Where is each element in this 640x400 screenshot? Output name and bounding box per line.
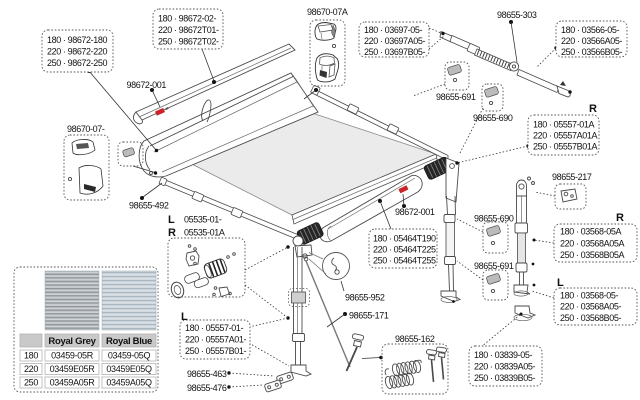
svg-text:Royal Grey: Royal Grey — [48, 336, 96, 347]
svg-text:180 · 03568-05A: 180 · 03568-05A — [560, 227, 621, 237]
svg-text:220 · 05557A01-: 220 · 05557A01- — [185, 335, 246, 345]
svg-text:220 · 05557A01A: 220 · 05557A01A — [533, 131, 597, 141]
svg-text:250 · 98672T02-: 250 · 98672T02- — [158, 37, 219, 47]
svg-text:05535-01A: 05535-01A — [184, 228, 225, 238]
svg-text:220 · 05464T225: 220 · 05464T225 — [373, 245, 436, 255]
svg-text:Royal Blue: Royal Blue — [106, 336, 152, 347]
svg-text:98655-492: 98655-492 — [129, 201, 169, 211]
svg-text:03459A05Q: 03459A05Q — [106, 378, 152, 388]
svg-text:03459E05Q: 03459E05Q — [106, 364, 152, 374]
svg-text:98655-952: 98655-952 — [345, 293, 385, 303]
svg-text:98655-691: 98655-691 — [474, 261, 514, 271]
svg-text:98655-217: 98655-217 — [552, 172, 592, 182]
svg-text:03459E05R: 03459E05R — [50, 364, 96, 374]
svg-text:180 · 03697-05-: 180 · 03697-05- — [364, 25, 422, 35]
svg-text:220 · 03566A05-: 220 · 03566A05- — [561, 36, 622, 46]
svg-text:R: R — [589, 103, 597, 115]
svg-text:L: L — [557, 277, 564, 289]
svg-text:250 · 03568B05-: 250 · 03568B05- — [560, 313, 621, 323]
svg-text:220 · 03697A05-: 220 · 03697A05- — [364, 36, 425, 46]
svg-text:250 · 05557B01-: 250 · 05557B01- — [185, 346, 246, 356]
svg-text:220 · 98672-220: 220 · 98672-220 — [47, 47, 107, 57]
svg-text:180 · 98672-02-: 180 · 98672-02- — [158, 14, 216, 24]
svg-text:250 · 98672-250: 250 · 98672-250 — [47, 58, 107, 68]
svg-text:220 · 03568A05-: 220 · 03568A05- — [560, 302, 621, 312]
svg-text:98655-463: 98655-463 — [187, 369, 227, 379]
svg-text:180 · 03568-05-: 180 · 03568-05- — [560, 291, 618, 301]
svg-text:220 · 03568A05A: 220 · 03568A05A — [560, 239, 624, 249]
svg-text:98655-303: 98655-303 — [497, 10, 537, 20]
svg-text:98655-690: 98655-690 — [473, 113, 513, 123]
svg-text:05535-01-: 05535-01- — [184, 215, 222, 225]
svg-text:03459-05R: 03459-05R — [51, 351, 94, 361]
svg-text:L: L — [181, 311, 188, 323]
svg-text:98655-691: 98655-691 — [436, 92, 476, 102]
svg-text:220 · 98672T01-: 220 · 98672T01- — [158, 25, 219, 35]
svg-text:250: 250 — [24, 378, 38, 388]
svg-text:98655-162: 98655-162 — [395, 334, 435, 344]
svg-text:R: R — [168, 227, 176, 239]
svg-text:250 · 05557B01A: 250 · 05557B01A — [533, 142, 597, 152]
svg-text:220: 220 — [24, 364, 38, 374]
svg-text:180 · 05557-01A: 180 · 05557-01A — [533, 120, 594, 130]
svg-text:180 · 03566-05-: 180 · 03566-05- — [561, 25, 619, 35]
svg-text:180 · 05464T190: 180 · 05464T190 — [373, 234, 436, 244]
svg-text:98672-001: 98672-001 — [127, 80, 167, 90]
svg-text:98655-171: 98655-171 — [349, 311, 389, 321]
svg-text:250 · 05464T255: 250 · 05464T255 — [373, 256, 436, 266]
svg-text:03459A05R: 03459A05R — [50, 378, 96, 388]
svg-text:180 · 03839-05-: 180 · 03839-05- — [474, 350, 532, 360]
svg-text:R: R — [616, 212, 624, 224]
svg-text:98672-001: 98672-001 — [395, 207, 435, 217]
svg-text:03459-05Q: 03459-05Q — [108, 351, 151, 361]
svg-text:98655-476: 98655-476 — [187, 383, 227, 393]
svg-text:180 · 05557-01-: 180 · 05557-01- — [185, 323, 243, 333]
svg-text:L: L — [168, 214, 175, 226]
svg-text:220 · 03839A05-: 220 · 03839A05- — [474, 362, 535, 372]
svg-text:250 · 03697B05-: 250 · 03697B05- — [364, 47, 425, 57]
svg-text:250 · 03839B05-: 250 · 03839B05- — [474, 373, 535, 383]
svg-text:250 · 03568B05A: 250 · 03568B05A — [560, 250, 624, 260]
svg-text:250 · 03566B05-: 250 · 03566B05- — [561, 47, 622, 57]
svg-text:98655-690: 98655-690 — [474, 214, 514, 224]
svg-text:98670-07A: 98670-07A — [307, 7, 348, 17]
svg-text:180: 180 — [24, 351, 38, 361]
svg-text:180 · 98672-180: 180 · 98672-180 — [47, 35, 107, 45]
svg-text:98670-07-: 98670-07- — [67, 124, 105, 134]
